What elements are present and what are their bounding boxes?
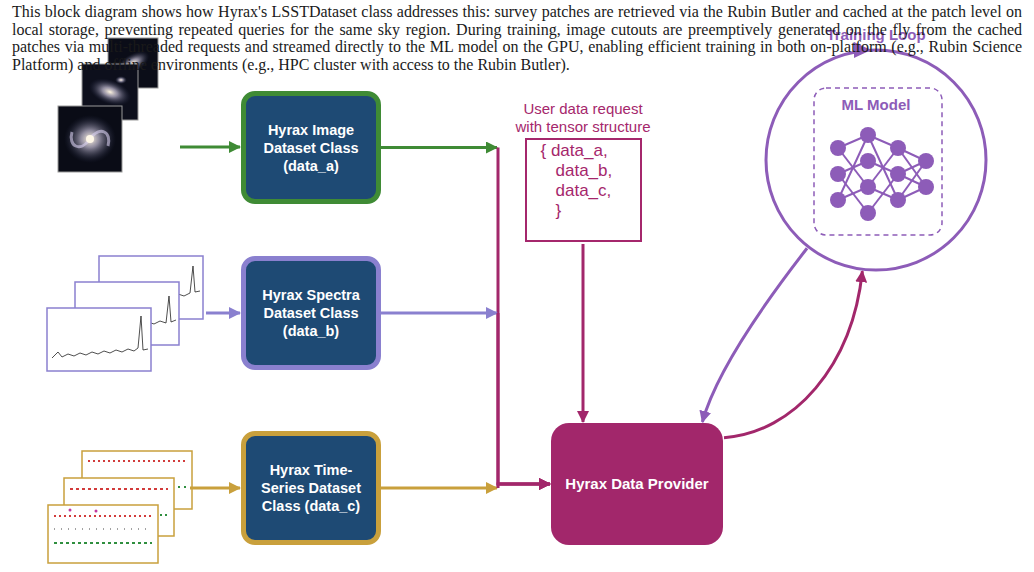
connector-arrow bbox=[702, 248, 807, 422]
input-arrow bbox=[206, 312, 240, 315]
request-heading: User data request with tensor structure bbox=[508, 100, 658, 136]
box-label: Hyrax Data Provider bbox=[565, 475, 708, 493]
box-label: Hyrax Time-Series Dataset Class (data_c) bbox=[249, 461, 373, 515]
dataset-box: Hyrax Image Dataset Class (data_a) bbox=[241, 91, 381, 204]
galaxy-image bbox=[58, 106, 122, 172]
box-label: Hyrax Spectra Dataset Class (data_b) bbox=[249, 286, 373, 340]
loop-circle bbox=[766, 50, 986, 270]
connector-arrow bbox=[381, 313, 550, 484]
connector-arrow bbox=[381, 484, 550, 488]
model-label: ML Model bbox=[762, 96, 990, 114]
data-points bbox=[88, 460, 186, 462]
galaxy bbox=[64, 115, 116, 163]
network-neuron bbox=[860, 205, 876, 221]
box-label: Hyrax Image Dataset Class (data_a) bbox=[249, 121, 373, 175]
network-neuron bbox=[918, 179, 934, 195]
connector-arrow bbox=[583, 244, 584, 422]
training-loop-node: Training LoopML Model bbox=[762, 22, 990, 274]
light-curve-panel bbox=[48, 505, 158, 563]
galaxy-core bbox=[86, 135, 94, 143]
provider-box: Hyrax Data Provider bbox=[551, 423, 723, 545]
data-points bbox=[54, 542, 152, 544]
network-neuron bbox=[830, 166, 846, 182]
input-segment bbox=[381, 312, 497, 315]
spectrum-frame bbox=[47, 308, 151, 371]
dataset-box: Hyrax Time-Series Dataset Class (data_c) bbox=[241, 431, 381, 545]
light-curves bbox=[48, 451, 192, 563]
spiral-arm bbox=[71, 131, 109, 146]
merge-line bbox=[498, 484, 550, 488]
network-neuron bbox=[890, 192, 906, 208]
loop-arrow-head bbox=[854, 42, 871, 58]
data-point bbox=[69, 509, 72, 512]
network-neuron bbox=[890, 166, 906, 182]
data-point bbox=[95, 510, 98, 513]
request-arrow bbox=[582, 244, 585, 422]
merge-line bbox=[498, 313, 550, 484]
tensor-structure: { data_a, data_b, data_c, } bbox=[541, 141, 619, 221]
network-neuron bbox=[918, 153, 934, 169]
loop-graphic bbox=[762, 22, 990, 274]
network-neuron bbox=[830, 140, 846, 156]
request-box: { data_a, data_b, data_c, } bbox=[525, 138, 642, 242]
input-segment bbox=[381, 146, 497, 149]
network-neuron bbox=[890, 140, 906, 156]
spectrum-panel bbox=[47, 308, 151, 371]
loop-arrow bbox=[724, 271, 862, 437]
input-arrow bbox=[190, 487, 240, 490]
network-neuron bbox=[860, 153, 876, 169]
galaxy bbox=[85, 73, 135, 111]
network-neuron bbox=[860, 179, 876, 195]
dataset-box: Hyrax Spectra Dataset Class (data_b) bbox=[241, 256, 381, 370]
network-neuron bbox=[860, 127, 876, 143]
spectra-plots bbox=[47, 256, 203, 371]
light-curve-frame bbox=[48, 505, 158, 563]
network-neuron bbox=[830, 192, 846, 208]
input-arrow bbox=[180, 146, 240, 149]
input-segment bbox=[381, 487, 497, 490]
galaxy bbox=[115, 76, 127, 84]
network-links bbox=[838, 135, 926, 213]
request-node: User data request with tensor structure {… bbox=[508, 100, 658, 244]
loop-arrow bbox=[702, 248, 807, 422]
connector-arrow bbox=[724, 271, 862, 437]
caption-text: This block diagram shows how Hyrax's LSS… bbox=[12, 3, 1022, 73]
data-points bbox=[54, 515, 152, 517]
spectrum-line bbox=[52, 316, 148, 358]
data-points bbox=[54, 529, 152, 530]
data-points bbox=[70, 488, 168, 490]
